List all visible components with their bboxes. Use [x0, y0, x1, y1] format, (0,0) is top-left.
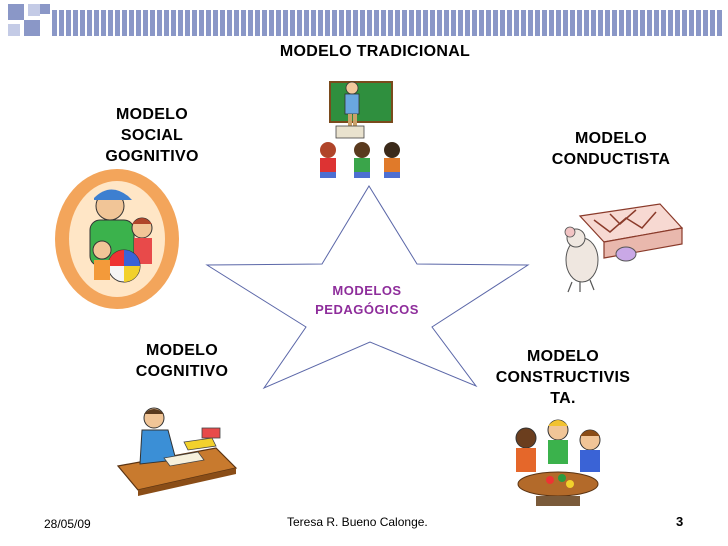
corner-square — [40, 4, 50, 14]
label-line: MODELO — [526, 348, 600, 365]
page-number: 3 — [676, 514, 684, 529]
group-kids-clipart — [500, 414, 612, 508]
center-label-line: MODELOS — [332, 283, 402, 298]
label-line: SOCIAL — [120, 127, 184, 144]
mouse-maze-clipart — [550, 198, 684, 296]
student-desk-clipart — [112, 402, 240, 498]
label-constructivista: MODELO CONSTRUCTIVIS TA. — [478, 346, 648, 409]
label-line: COGNITIVO — [135, 363, 229, 380]
label-line: TA. — [550, 390, 576, 407]
label-line: CONDUCTISTA — [551, 151, 671, 168]
label-social-cognitivo: MODELO SOCIAL GOGNITIVO — [80, 104, 224, 167]
corner-square — [8, 24, 20, 36]
family-clipart — [50, 166, 184, 312]
label-line: GOGNITIVO — [105, 148, 199, 165]
corner-square — [24, 20, 40, 36]
footer-date: 28/05/09 — [44, 517, 91, 531]
center-label: MODELOS PEDAGÓGICOS — [295, 281, 439, 319]
label-line: MODELO — [145, 342, 219, 359]
corner-square — [8, 4, 24, 20]
footer-author: Teresa R. Bueno Calonge. — [287, 515, 428, 529]
header-stripe-bar — [52, 10, 722, 36]
center-label-line: PEDAGÓGICOS — [315, 302, 419, 317]
page-title: MODELO TRADICIONAL — [279, 43, 471, 60]
label-line: MODELO — [115, 106, 189, 123]
label-line: MODELO — [574, 130, 648, 147]
teacher-classroom-clipart — [312, 74, 412, 184]
label-conductista: MODELO CONDUCTISTA — [536, 128, 686, 170]
label-cognitivo: MODELO COGNITIVO — [110, 340, 254, 382]
label-line: CONSTRUCTIVIS — [495, 369, 631, 386]
corner-square — [28, 4, 40, 16]
